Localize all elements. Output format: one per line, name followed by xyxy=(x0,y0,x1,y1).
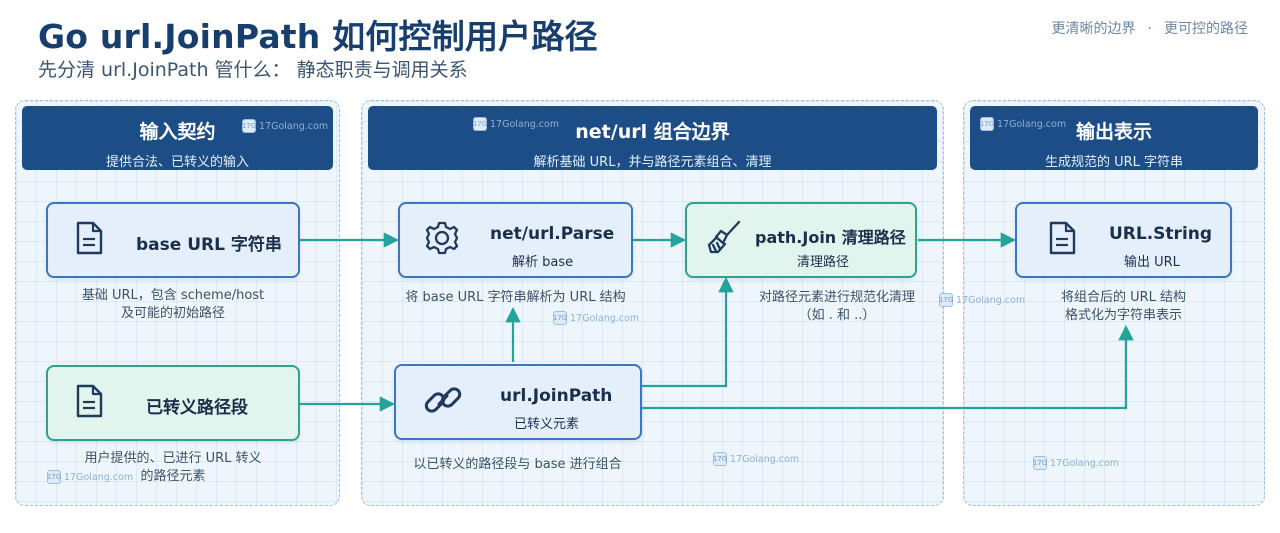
page-title: Go url.JoinPath 如何控制用户路径 xyxy=(38,17,598,56)
escaped-path-description: 用户提供的、已进行 URL 转义 的路径元素 xyxy=(46,450,300,486)
arrow-joinpath-to-pathjoin xyxy=(642,276,734,388)
description-line: 用户提供的、已进行 URL 转义 xyxy=(84,451,262,466)
document-icon xyxy=(74,384,104,422)
document-icon xyxy=(1047,221,1077,259)
description-line: 基础 URL，包含 scheme/host xyxy=(81,288,265,303)
tagline: 更清晰的边界 · 更可控的路径 xyxy=(1052,18,1248,38)
net-url-boundary-header: net/url 组合边界 解析基础 URL，并与路径元素组合、清理 xyxy=(368,106,937,170)
path-join-subtitle: 清理路径 xyxy=(797,255,850,270)
description-line: 及可能的初始路径 xyxy=(120,306,225,321)
input-contract-subtitle: 提供合法、已转义的输入 xyxy=(105,155,249,170)
input-contract-title: 输入契约 xyxy=(139,121,216,143)
description-line: （如 . 和 ..） xyxy=(798,308,876,323)
arrow-joinpath-to-string xyxy=(642,324,1134,410)
path-join-description: 对路径元素进行规范化清理 （如 . 和 ..） xyxy=(721,289,953,325)
url-string-title: URL.String xyxy=(1109,224,1213,244)
net-url-boundary-title: net/url 组合边界 xyxy=(575,121,730,143)
url-string-subtitle: 输出 URL xyxy=(1124,255,1180,270)
net-url-boundary-subtitle: 解析基础 URL，并与路径元素组合、清理 xyxy=(533,155,772,170)
url-parse-subtitle: 解析 base xyxy=(512,255,574,270)
description-line: 的路径元素 xyxy=(140,469,206,484)
gear-icon xyxy=(422,218,462,262)
url-string-node: URL.String 输出 URL xyxy=(1015,202,1232,278)
description-line: 以已转义的路径段与 base 进行组合 xyxy=(413,457,622,472)
description-line: 对路径元素进行规范化清理 xyxy=(758,290,915,305)
path-join-title: path.Join 清理路径 xyxy=(755,228,906,247)
description-line: 将 base URL 字符串解析为 URL 结构 xyxy=(405,290,626,305)
tagline-right: 更可控的路径 xyxy=(1164,21,1248,37)
output-representation-subtitle: 生成规范的 URL 字符串 xyxy=(1044,155,1184,170)
description-line: 格式化为字符串表示 xyxy=(1064,308,1182,323)
output-representation-header: 输出表示 生成规范的 URL 字符串 xyxy=(970,106,1258,170)
base-url-string-node: base URL 字符串 xyxy=(46,202,300,278)
tagline-left: 更清晰的边界 xyxy=(1051,21,1136,37)
escaped-path-segments-title: 已转义路径段 xyxy=(146,398,248,418)
url-joinpath-subtitle: 已转义元素 xyxy=(514,417,580,432)
url-parse-title: net/url.Parse xyxy=(490,224,615,244)
broom-icon xyxy=(705,218,745,262)
path-join-node: path.Join 清理路径 清理路径 xyxy=(685,202,917,278)
document-icon xyxy=(74,221,104,259)
base-url-description: 基础 URL，包含 scheme/host 及可能的初始路径 xyxy=(46,287,300,323)
escaped-path-segments-node: 已转义路径段 xyxy=(46,365,300,441)
base-url-string-title: base URL 字符串 xyxy=(136,235,282,255)
url-parse-node: net/url.Parse 解析 base xyxy=(398,202,633,278)
url-parse-description: 将 base URL 字符串解析为 URL 结构 xyxy=(388,289,643,307)
link-icon xyxy=(422,379,464,425)
url-joinpath-description: 以已转义的路径段与 base 进行组合 xyxy=(375,456,660,474)
output-representation-title: 输出表示 xyxy=(1075,121,1152,143)
page-subtitle: 先分清 url.JoinPath 管什么： 静态职责与调用关系 xyxy=(38,59,468,81)
input-contract-header: 输入契约 提供合法、已转义的输入 xyxy=(22,106,333,170)
url-joinpath-node: url.JoinPath 已转义元素 xyxy=(394,364,642,440)
description-line: 将组合后的 URL 结构 xyxy=(1060,290,1187,305)
url-joinpath-title: url.JoinPath xyxy=(500,386,613,406)
tagline-separator: · xyxy=(1147,21,1152,37)
url-string-description: 将组合后的 URL 结构 格式化为字符串表示 xyxy=(1015,289,1232,325)
